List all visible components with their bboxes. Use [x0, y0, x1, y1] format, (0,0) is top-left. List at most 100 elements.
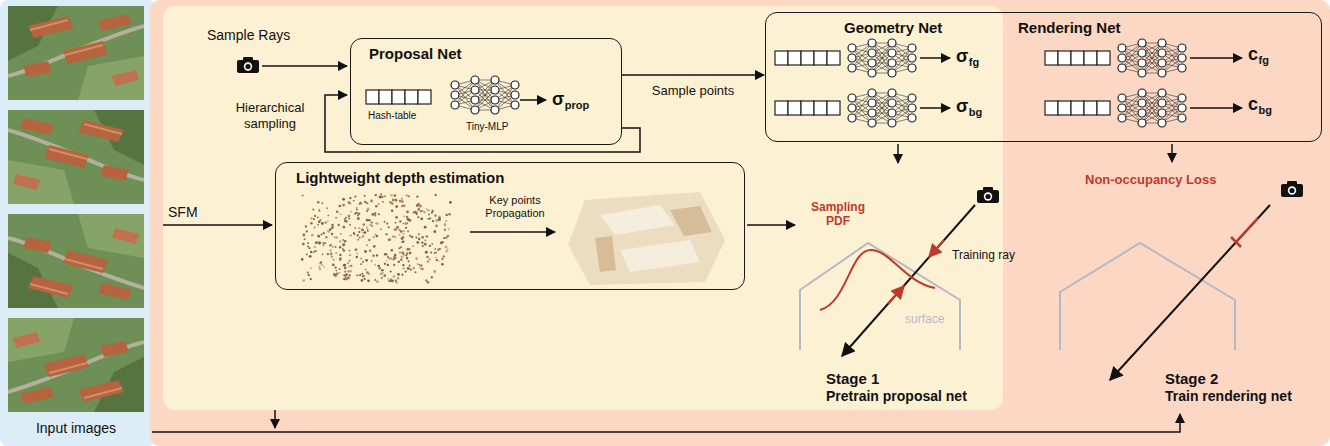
mlp-unit: [451, 101, 459, 109]
mlp-unit: [1138, 99, 1146, 107]
cloud-point: [430, 252, 432, 254]
cloud-point: [427, 261, 429, 263]
cloud-point: [392, 199, 395, 202]
cloud-point: [394, 254, 397, 257]
cloud-point: [314, 227, 316, 229]
cloud-point: [349, 260, 351, 262]
output-subscript: fg: [1259, 54, 1269, 67]
cloud-point: [306, 254, 308, 256]
cloud-point: [435, 252, 437, 254]
cloud-point: [364, 250, 367, 253]
cloud-point: [444, 223, 446, 225]
cloud-point: [362, 275, 364, 277]
cloud-point: [325, 236, 328, 239]
cloud-point: [400, 259, 402, 261]
cloud-point: [303, 279, 306, 282]
cloud-point: [329, 244, 332, 247]
stage1-sketch: [842, 205, 975, 356]
cloud-point: [448, 213, 450, 215]
cloud-point: [318, 242, 321, 245]
cloud-point: [343, 278, 345, 280]
cloud-point: [418, 206, 420, 208]
cloud-point: [398, 247, 400, 249]
cloud-point: [420, 206, 422, 208]
mlp-unit: [1158, 109, 1166, 117]
cloud-point: [427, 218, 429, 220]
mlp-unit: [1158, 89, 1166, 97]
mlp-unit: [868, 109, 876, 117]
cloud-point: [436, 259, 438, 261]
cloud-point: [406, 216, 408, 218]
cloud-point: [366, 202, 368, 204]
mlp-unit: [491, 86, 499, 94]
mlp-unit: [471, 76, 479, 84]
cloud-point: [423, 211, 426, 214]
input-photos: [8, 6, 144, 100]
cloud-point: [347, 262, 349, 264]
cloud-point: [319, 242, 321, 244]
cloud-point: [373, 245, 376, 248]
cloud-point: [339, 240, 342, 243]
cloud-point: [426, 256, 429, 259]
cloud-point: [395, 199, 398, 202]
output-subscript: fg: [969, 56, 979, 69]
cloud-point: [440, 241, 443, 244]
cloud-point: [369, 249, 372, 252]
cloud-point: [317, 201, 320, 204]
cloud-point: [312, 209, 314, 211]
cloud-point: [310, 251, 313, 254]
cloud-point: [315, 241, 318, 244]
cloud-point: [350, 235, 352, 237]
cloud-point: [417, 203, 419, 205]
box-title: Rendering Net: [1018, 19, 1121, 37]
cloud-point: [342, 248, 344, 250]
mlp-unit: [491, 96, 499, 104]
mlp-icon: [848, 89, 916, 127]
stage2-sketch: [1060, 243, 1235, 350]
cloud-point: [379, 196, 382, 199]
stage-subtitle: Pretrain proposal net: [826, 388, 967, 405]
mlp-unit: [1138, 69, 1146, 77]
flow-arrow: [470, 231, 555, 233]
cloud-point: [409, 235, 411, 237]
cloud-point: [427, 209, 429, 211]
cloud-point: [368, 273, 370, 275]
cloud-point: [435, 225, 438, 228]
mlp-unit: [1178, 54, 1186, 62]
cloud-point: [403, 216, 405, 218]
cloud-point: [348, 201, 350, 203]
cloud-point: [318, 241, 321, 244]
cloud-point: [429, 245, 431, 247]
cloud-point: [356, 207, 358, 209]
cloud-point: [372, 213, 374, 215]
cloud-point: [391, 249, 393, 251]
camera-icon: [237, 57, 1303, 203]
cloud-point: [388, 226, 390, 228]
cloud-point: [367, 208, 370, 211]
cloud-point: [399, 251, 402, 254]
hash-cell: [814, 101, 827, 115]
cloud-point: [342, 243, 345, 246]
cloud-point: [339, 205, 342, 208]
output-symbol: σ: [552, 89, 564, 111]
cloud-point: [426, 280, 428, 282]
cloud-point: [388, 238, 391, 241]
cloud-point: [365, 269, 367, 271]
cloud-point: [387, 278, 389, 280]
cloud-point: [388, 257, 390, 259]
input-photos: [8, 110, 144, 204]
cloud-point: [326, 207, 328, 209]
cloud-point: [384, 263, 386, 265]
cloud-point: [333, 273, 336, 276]
stage1-panel: Stage 1Pretrain proposal netProposal Net…: [163, 6, 1003, 410]
cloud-point: [357, 239, 359, 241]
cloud-point: [367, 229, 369, 231]
cloud-point: [348, 266, 350, 268]
cloud-point: [406, 252, 409, 255]
cloud-point: [305, 226, 307, 228]
cloud-point: [362, 232, 364, 234]
cloud-point: [317, 217, 319, 219]
cloud-point: [395, 280, 397, 282]
stage2-sketch: [1236, 218, 1258, 242]
